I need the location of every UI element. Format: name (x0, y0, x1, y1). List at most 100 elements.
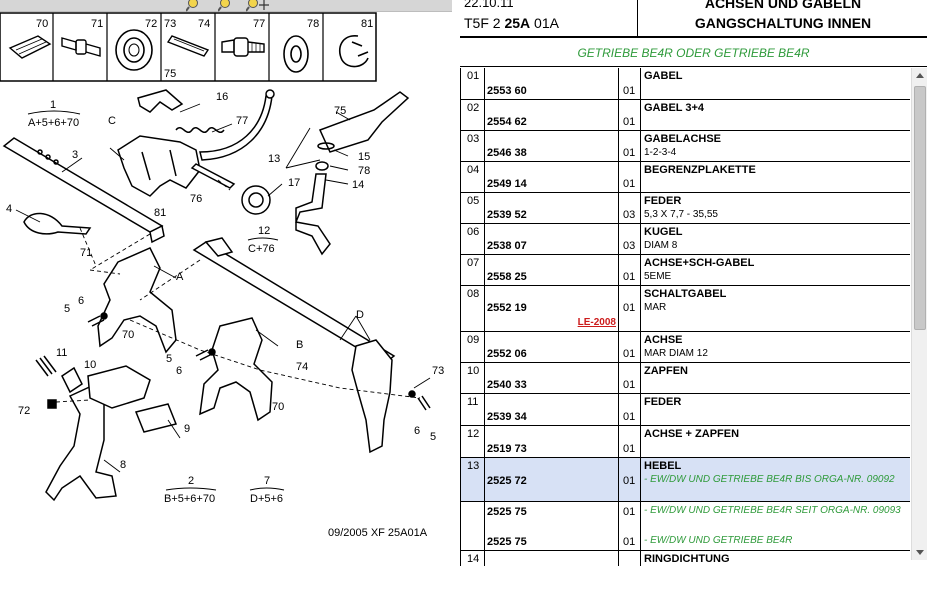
svg-text:15: 15 (358, 151, 370, 163)
svg-text:B+5+6+70: B+5+6+70 (164, 493, 215, 505)
svg-text:6: 6 (414, 425, 420, 437)
change-note-link[interactable]: LE-2008 (577, 317, 616, 328)
scroll-up-button[interactable] (912, 68, 928, 84)
svg-text:78: 78 (358, 165, 370, 177)
scroll-thumb[interactable] (914, 86, 926, 330)
reference-cell[interactable]: 2540 33 (487, 379, 527, 391)
reference-cell[interactable]: 2549 14 (487, 178, 527, 190)
part-detail: 1-2-3-4 (644, 147, 677, 158)
part-detail: 5EME (644, 271, 672, 282)
position-cell (461, 502, 485, 532)
thumb-78-label: 78 (307, 18, 319, 30)
reference-cell[interactable]: 2553 60 (487, 85, 527, 97)
thumb-71-label: 71 (91, 18, 103, 30)
applicability-note: - EW/DW UND GETRIEBE BE4R BIS ORGA-NR. 0… (644, 474, 895, 485)
svg-text:72: 72 (18, 405, 30, 417)
exploded-diagram-panel[interactable]: 70 71 72 73 74 75 77 78 81 (0, 0, 452, 566)
leader-lines (55, 179, 421, 403)
table-row-selected[interactable]: 13 2525 72 01 HEBEL- EW/DW UND GETRIEBE … (461, 458, 910, 502)
part-name: FEDER (644, 396, 682, 408)
svg-text:5: 5 (166, 353, 172, 365)
reference-cell[interactable]: 2538 07 (487, 240, 527, 252)
svg-text:D+5+6: D+5+6 (250, 493, 283, 505)
position-cell: 11 (461, 394, 485, 425)
thumb-73-label: 73 (164, 18, 176, 30)
thumb-washer-drawing (283, 35, 309, 73)
applicability-note: - EW/DW UND GETRIEBE BE4R SEIT ORGA-NR. … (644, 505, 901, 516)
svg-text:A+5+6+70: A+5+6+70 (28, 117, 79, 129)
header-left-cell: 22.10.11 T5F 2 25A 01A (460, 0, 638, 38)
quantity-cell: 03 (623, 209, 636, 221)
table-row[interactable]: 12 2519 73 01 ACHSE + ZAPFEN (461, 426, 910, 458)
svg-text:14: 14 (352, 179, 364, 191)
part-name: BEGRENZPLAKETTE (644, 164, 756, 176)
reference-cell[interactable]: 2525 75 (487, 506, 527, 518)
group-label-1: 1 A+5+6+70 (27, 99, 81, 129)
part-name: GABEL (644, 70, 683, 82)
table-row[interactable]: 10 2540 33 01 ZAPFEN (461, 363, 910, 394)
table-row[interactable]: 2525 75 01 - EW/DW UND GETRIEBE BE4R SEI… (461, 502, 910, 532)
reference-cell[interactable]: 2558 25 (487, 271, 527, 283)
exploded-diagram[interactable]: 70 71 72 73 74 75 77 78 81 (0, 0, 452, 566)
svg-text:C: C (108, 115, 116, 127)
table-row[interactable]: 01 2553 60 01 GABEL (461, 68, 910, 100)
pan-icon[interactable] (245, 0, 269, 12)
svg-text:4: 4 (6, 203, 12, 215)
thumb-75-label: 75 (164, 68, 176, 80)
thumb-pin-drawing (166, 35, 210, 57)
reference-cell[interactable]: 2539 34 (487, 411, 527, 423)
reference-cell[interactable]: 2546 38 (487, 147, 527, 159)
reference-cell[interactable]: 2525 72 (487, 475, 527, 487)
header-title-line2: GANGSCHALTUNG INNEN (694, 15, 872, 31)
svg-text:70: 70 (122, 329, 134, 341)
position-cell: 12 (461, 426, 485, 457)
part-name: GABELACHSE (644, 133, 722, 145)
quantity-cell: 01 (623, 85, 636, 97)
reference-cell[interactable]: 2519 73 (487, 443, 527, 455)
svg-text:6: 6 (78, 295, 84, 307)
thumb-70-label: 70 (36, 18, 48, 30)
diagram-toolbar (0, 0, 452, 12)
reference-cell[interactable]: 2552 19 (487, 302, 527, 314)
zoom-out-icon[interactable] (217, 0, 234, 12)
svg-text:7: 7 (264, 475, 270, 487)
parts-table[interactable]: 01 2553 60 01 GABEL 02 2554 62 01 GABEL … (460, 68, 910, 566)
svg-text:2: 2 (188, 475, 194, 487)
svg-text:76: 76 (190, 193, 202, 205)
quantity-cell: 01 (623, 536, 636, 548)
svg-text:73: 73 (432, 365, 444, 377)
reference-cell[interactable]: 2525 75 (487, 536, 527, 548)
table-row[interactable]: 14 RINGDICHTUNG (461, 551, 910, 566)
svg-text:12: 12 (258, 225, 270, 237)
scroll-down-button[interactable] (912, 544, 928, 560)
part-name: GABEL 3+4 (644, 102, 705, 114)
svg-text:16: 16 (216, 91, 228, 103)
reference-cell[interactable]: 2552 06 (487, 348, 527, 360)
parts-list-scrollbar[interactable] (911, 68, 927, 560)
table-row[interactable]: 2525 75 01 - EW/DW UND GETRIEBE BE4R (461, 532, 910, 551)
table-row[interactable]: 02 2554 62 01 GABEL 3+4 (461, 100, 910, 131)
reference-cell[interactable]: 2539 52 (487, 209, 527, 221)
svg-text:17: 17 (288, 177, 300, 189)
svg-text:71: 71 (80, 247, 92, 259)
reference-cell[interactable]: 2554 62 (487, 116, 527, 128)
subheader-text: GETRIEBE BE4R ODER GETRIEBE BE4R (577, 46, 810, 60)
svg-text:8: 8 (120, 459, 126, 471)
table-row[interactable]: 11 2539 34 01 FEDER (461, 394, 910, 426)
triangle-down-icon (916, 550, 924, 555)
part-name: FEDER (644, 195, 682, 207)
zoom-in-icon[interactable] (185, 0, 202, 12)
header-code: T5F 2 25A 01A (464, 15, 559, 31)
thumb-77-label: 77 (253, 18, 265, 30)
thumb-circlip-drawing (338, 35, 369, 68)
part-detail: DIAM 8 (644, 240, 678, 251)
table-row[interactable]: 04 2549 14 01 BEGRENZPLAKETTE (461, 162, 910, 193)
position-cell: 03 (461, 131, 485, 161)
svg-text:9: 9 (184, 423, 190, 435)
